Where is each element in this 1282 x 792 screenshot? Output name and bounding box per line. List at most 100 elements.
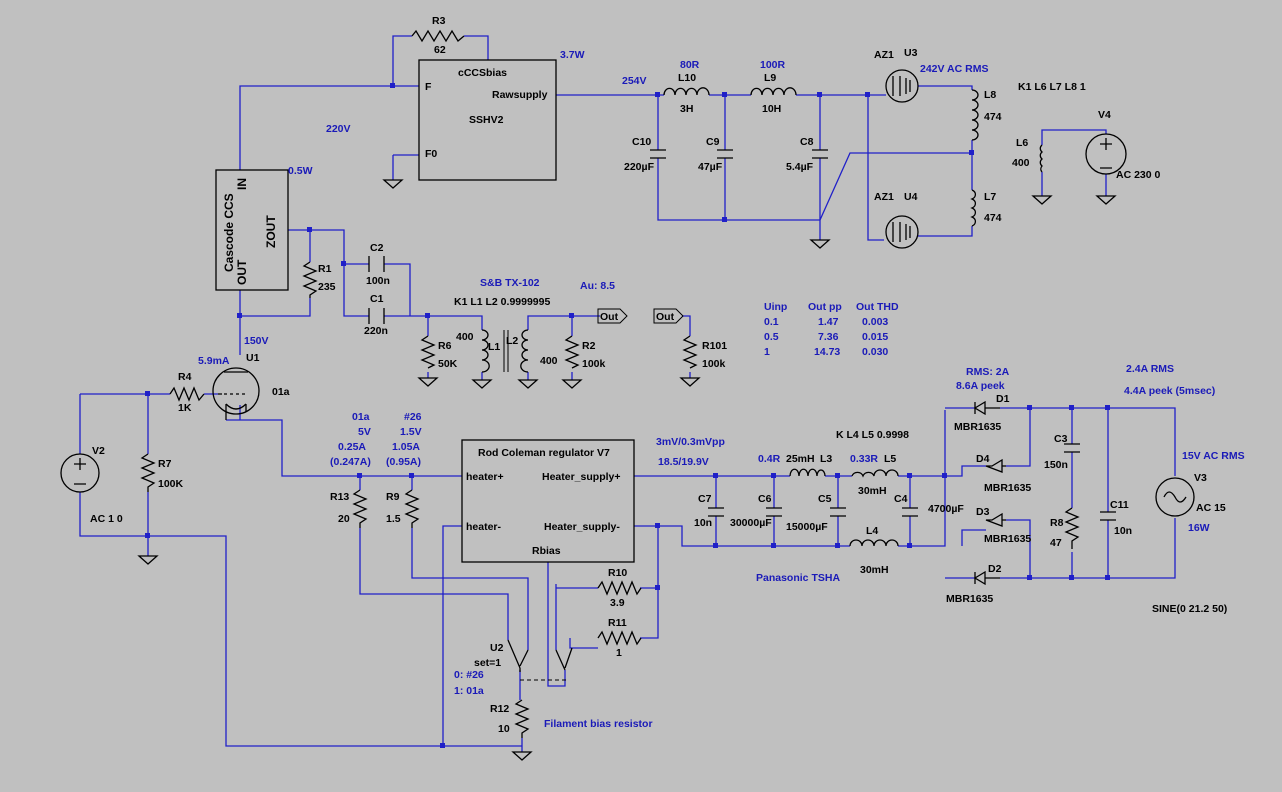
- capacitor-c4[interactable]: C4 4700µF: [894, 493, 964, 517]
- switch-u2[interactable]: U2 set=1: [474, 639, 573, 681]
- svg-text:V2: V2: [92, 445, 105, 457]
- diode-d1[interactable]: D1 MBR1635: [954, 393, 1010, 433]
- svg-text:15V AC RMS: 15V AC RMS: [1182, 450, 1245, 462]
- svg-text:01a: 01a: [272, 386, 290, 398]
- thd-cell: 1.47: [818, 316, 839, 328]
- diode-d2[interactable]: D2 MBR1635: [946, 563, 1002, 605]
- svg-text:R13: R13: [330, 491, 349, 503]
- svg-text:R11: R11: [608, 617, 627, 629]
- svg-text:R12: R12: [490, 703, 509, 715]
- svg-text:C3: C3: [1054, 433, 1068, 445]
- thd-cell: 1: [764, 346, 770, 358]
- ground-symbols: [137, 179, 1117, 761]
- svg-text:1.5: 1.5: [386, 513, 401, 525]
- svg-text:400: 400: [1012, 157, 1030, 169]
- resistor-r2[interactable]: R2 100k: [564, 335, 606, 370]
- resistor-r9[interactable]: R9 1.5: [386, 489, 420, 528]
- svg-text:18.5/19.9V: 18.5/19.9V: [658, 456, 709, 468]
- svg-text:Au: 8.5: Au: 8.5: [580, 280, 615, 292]
- svg-text:0.25A: 0.25A: [338, 441, 366, 453]
- svg-text:R8: R8: [1050, 517, 1064, 529]
- triode-u1[interactable]: U1 01a: [212, 352, 290, 420]
- resistor-r7[interactable]: R7 100K: [140, 453, 184, 492]
- svg-text:10: 10: [498, 723, 510, 735]
- inductor-l4[interactable]: L4 30mH: [849, 525, 899, 576]
- inductor-l9[interactable]: L9 10H 100R: [750, 59, 797, 115]
- svg-text:10H: 10H: [762, 103, 781, 115]
- capacitor-c7[interactable]: C7 10n: [694, 493, 724, 529]
- resistor-r3[interactable]: R3 62: [411, 15, 465, 56]
- diode-d3[interactable]: D3 MBR1635: [976, 506, 1031, 545]
- svg-text:L5: L5: [884, 453, 896, 465]
- inductor-l1[interactable]: 400 L1: [456, 329, 500, 373]
- svg-text:50K: 50K: [438, 358, 458, 370]
- capacitor-c6[interactable]: C6 30000µF: [730, 493, 782, 529]
- capacitor-c3[interactable]: C3 150n: [1044, 433, 1080, 471]
- capacitor-c9[interactable]: C9 47µF: [698, 136, 733, 173]
- svg-text:Rawsupply: Rawsupply: [492, 89, 548, 101]
- resistor-r11[interactable]: R11 1: [597, 617, 642, 659]
- capacitor-c5[interactable]: C5 15000µF: [786, 493, 846, 533]
- thd-header-outpp: Out pp: [808, 301, 842, 313]
- capacitor-c2[interactable]: C2 100n: [366, 242, 390, 287]
- svg-text:AZ1: AZ1: [874, 191, 894, 203]
- capacitor-c10[interactable]: C10 220µF: [624, 136, 666, 173]
- inductor-l6[interactable]: L6 400: [1012, 137, 1044, 173]
- inductor-l10[interactable]: L10 3H 80R: [663, 59, 710, 115]
- resistor-r8[interactable]: R8 47: [1050, 507, 1080, 549]
- thd-cell: 7.36: [818, 331, 839, 343]
- resistor-r6[interactable]: R6 50K: [420, 335, 458, 370]
- svg-text:2.4A RMS: 2.4A RMS: [1126, 363, 1174, 375]
- svg-text:474: 474: [984, 111, 1002, 123]
- svg-text:3.9: 3.9: [610, 597, 625, 609]
- source-v3[interactable]: V3 AC 15: [1155, 472, 1226, 517]
- svg-text:R7: R7: [158, 458, 172, 470]
- resistor-r1[interactable]: R1 235: [302, 261, 336, 298]
- svg-text:Panasonic TSHA: Panasonic TSHA: [756, 572, 840, 584]
- svg-text:AZ1: AZ1: [874, 49, 894, 61]
- svg-text:Rbias: Rbias: [532, 545, 561, 557]
- rectifier-tube-u3[interactable]: AZ1 U3: [874, 47, 919, 103]
- resistor-r4[interactable]: R4 1K: [169, 371, 205, 414]
- inductor-l3[interactable]: L3 25mH 0.4R: [758, 453, 832, 477]
- inductor-l7[interactable]: L7 474: [970, 189, 1002, 227]
- inductor-l2[interactable]: L2 400: [506, 329, 558, 373]
- inductor-l5[interactable]: L5 30mH 0.33R: [850, 453, 899, 497]
- rectifier-tube-u4[interactable]: AZ1 U4: [874, 191, 919, 249]
- svg-text:16W: 16W: [1188, 522, 1210, 534]
- svg-text:5V: 5V: [358, 426, 371, 438]
- svg-text:U3: U3: [904, 47, 918, 59]
- svg-text:D2: D2: [988, 563, 1002, 575]
- diode-d4[interactable]: D4 MBR1635: [976, 453, 1031, 494]
- resistor-r12[interactable]: R12 10: [490, 699, 530, 738]
- source-v4[interactable]: V4 AC 230 0: [1085, 109, 1161, 181]
- svg-text:100R: 100R: [760, 59, 786, 71]
- svg-text:SSHV2: SSHV2: [469, 114, 504, 126]
- thd-cell: 0.030: [862, 346, 888, 358]
- svg-text:C8: C8: [800, 136, 814, 148]
- svg-text:8.6A peek: 8.6A peek: [956, 380, 1005, 392]
- svg-text:3.7W: 3.7W: [560, 49, 585, 61]
- svg-text:L1: L1: [488, 341, 500, 353]
- svg-text:D1: D1: [996, 393, 1010, 405]
- capacitor-c1[interactable]: C1 220n: [364, 293, 388, 337]
- capacitor-c11[interactable]: C11 10n: [1100, 499, 1132, 537]
- svg-text:254V: 254V: [622, 75, 647, 87]
- svg-text:C6: C6: [758, 493, 772, 505]
- resistor-r10[interactable]: R10 3.9: [597, 567, 642, 609]
- svg-text:AC 15: AC 15: [1196, 502, 1226, 514]
- resistor-r13[interactable]: R13 20: [330, 489, 368, 528]
- svg-text:Out: Out: [600, 311, 619, 323]
- inductor-l8[interactable]: L8 474: [971, 89, 1002, 141]
- capacitor-c8[interactable]: C8 5.4µF: [786, 136, 828, 173]
- svg-text:F0: F0: [425, 148, 437, 160]
- svg-text:F: F: [425, 81, 432, 93]
- svg-text:OUT: OUT: [235, 259, 249, 285]
- thd-header-uinp: Uinp: [764, 301, 787, 313]
- source-v2[interactable]: V2 AC 1 0: [60, 445, 123, 525]
- svg-text:K1 L6 L7 L8 1: K1 L6 L7 L8 1: [1018, 81, 1086, 93]
- resistor-r101[interactable]: R101 100k: [682, 335, 727, 370]
- svg-text:MBR1635: MBR1635: [984, 533, 1031, 545]
